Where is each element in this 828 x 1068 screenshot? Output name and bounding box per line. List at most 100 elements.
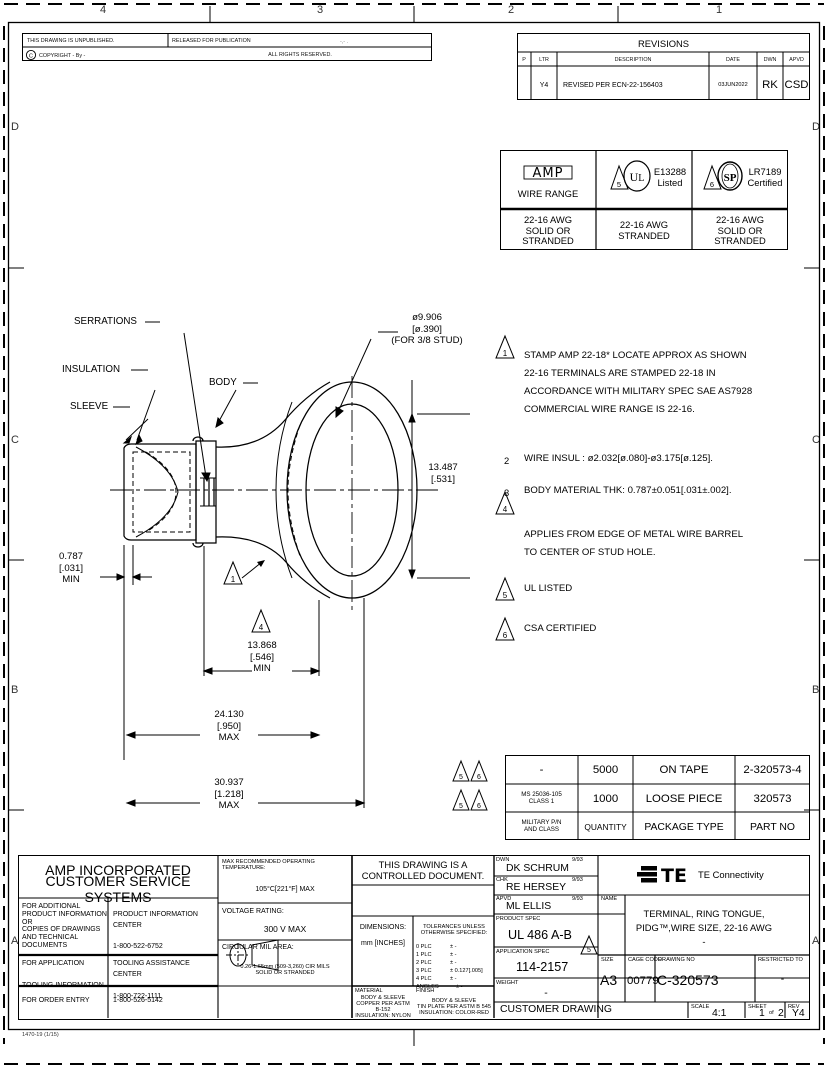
part-row1-part-no: 2-320573-4 [743,764,802,776]
cage-code-value: 00779 [627,975,659,987]
contact-value-order-entry[interactable]: 1-800-526-5142 [113,997,163,1004]
note-6-text: CSA CERTIFIED [524,623,597,634]
dim-overall-length-max: 30.937 [1.218] MAX [199,777,259,812]
spec-label-temperature: MAX RECOMMENDED OPERATING TEMPERATURE: [222,859,315,872]
brand-name: TE Connectivity [698,869,764,880]
revision-row-date: 03JUN2022 [718,82,748,88]
dim-barrel-mm: 13.868 [247,640,277,651]
zone-top-3: 3 [317,4,324,16]
spec-label-cma: CIRCULAR MIL AREA: [222,944,294,951]
weight-value: - [544,987,548,999]
tolerance-value-3: ± 0.127[.005] [450,968,483,974]
zone-right-d: D [812,121,820,133]
revision-row-description: REVISED PER ECN-22-156403 [563,81,663,89]
callout-sleeve: SLEEVE [70,401,109,412]
tolerance-value-0: ± - [450,944,457,950]
unpublished-label: THIS DRAWING IS UNPUBLISHED. [27,37,115,44]
drawing-no-label: DRAWING NO [658,957,695,963]
tolerance-value-2: ± - [450,960,457,966]
svg-text:4: 4 [259,623,264,632]
dim-ring-width-in: [.531] [430,473,455,485]
part-row2-military: MS 25036-105 CLASS 1 [521,791,562,805]
dim-ring-width-mm: 13.487 [428,462,458,473]
product-spec-value: UL 486 A-B [508,928,572,942]
spec-value-cma: 0.26-1.65mm (509-3,260) CIR MILS SOLID O… [240,963,330,976]
note-1-line-3: ACCORDANCE WITH MILITARY SPEC SAE AS7928 [524,386,753,397]
signoff-label-chk: CHK [496,877,508,883]
svg-text:1: 1 [231,575,236,584]
note-2-text: WIRE INSUL : ø2.032[ø.080]-ø3.175[ø.125]… [524,453,713,464]
dim-stud-hole-diameter: ø9.906 [ø.390] (FOR 3/8 STUD) [372,312,482,347]
part-header-package: PACKAGE TYPE [644,821,724,833]
part-row1-quantity: 5000 [592,764,619,776]
zone-left-c: C [11,434,19,446]
weight-label: WEIGHT [496,980,519,986]
spec-value-temperature: 105°C[221°F] MAX [255,885,315,893]
zone-right-a: A [812,935,820,947]
dim-body-in: [.950] [216,720,241,732]
material-label: MATERIAL [355,988,383,994]
contact-value-product-info[interactable]: PRODUCT INFORMATION CENTER 1-800-522-675… [113,911,198,950]
part-row1-package: ON TAPE [659,764,709,776]
note-4-line-1: APPLIES FROM EDGE OF METAL WIRE BARREL [524,529,744,540]
ul-file-number: E13288 Listed [653,166,687,188]
signoff-date-dwn: 9/93 [572,857,583,863]
sheet-value: 1 [759,1008,765,1019]
dim-overall-qualifier: MAX [218,800,240,811]
sheet-total: 2 [778,1008,784,1019]
revisions-col-apvd: APVD [789,56,804,63]
title-block [18,855,810,1020]
svg-text:5: 5 [503,591,508,600]
product-spec-label: PRODUCT SPEC [496,916,541,922]
svg-text:6: 6 [477,803,481,810]
rev-label: REV [788,1004,800,1010]
wire-range-heading-amp: WIRE RANGE [517,187,579,199]
svg-text:5: 5 [459,803,463,810]
dimensions-value: mm [INCHES] [361,939,405,947]
cage-code-label: CAGE CODE [628,957,662,963]
product-title: TERMINAL, RING TONGUE, PIDG™,WIRE SIZE, … [635,907,773,948]
scale-value: 4:1 [712,1008,727,1019]
note-3-text: BODY MATERIAL THK: 0.787±0.051[.031±.002… [524,485,732,496]
finish-label: FINISH [416,988,435,994]
application-spec-value: 114-2157 [516,960,569,974]
svg-text:6: 6 [503,631,508,640]
signoff-name-chk: RE HERSEY [506,882,567,893]
name-column-label: NAME [601,896,618,902]
revision-row-dwn: RK [762,79,778,91]
dim-barrel-in: [.546] [249,651,274,663]
signoff-label-dwn: DWN [496,857,510,863]
restricted-label: RESTRICTED TO [758,957,803,963]
contact-value-tooling[interactable]: TOOLING ASSISTANCE CENTER 1-800-722-1111 [113,960,190,1000]
svg-text:5: 5 [459,774,463,781]
contact-label-tooling: FOR APPLICATION TOOLING INFORMATION [22,960,104,989]
part-row2-part-no: 320573 [753,793,792,805]
dim-stud-dia-mm: ø9.906 [412,312,442,323]
note-1-line-4: COMMERCIAL WIRE RANGE IS 22-16. [524,404,695,415]
zone-top-4: 4 [100,4,107,16]
customer-drawing-label: CUSTOMER DRAWING [500,1004,612,1015]
part-header-quantity: QUANTITY [584,822,627,832]
contact-label-product-info: FOR ADDITIONAL PRODUCT INFORMATION OR CO… [22,903,107,950]
scale-label: SCALE [691,1004,710,1010]
dim-ring-width: 13.487 [.531] [412,462,474,485]
released-label: RELEASED FOR PUBLICATION [172,37,251,44]
tolerance-place-5: ANGLES [416,984,439,990]
revision-row-ltr: Y4 [539,81,549,89]
dim-barrel-to-hole: 13.868 [.546] MIN [232,640,292,675]
note-1-line-1: STAMP AMP 22-18* LOCATE APPROX AS SHOWN [524,350,747,361]
copyright-text: COPYRIGHT - By - [39,52,86,59]
csa-file-number: LR7189 Certified [747,166,783,188]
dim-stud-note: (FOR 3/8 STUD) [391,335,463,346]
part-row2-quantity: 1000 [592,793,619,805]
part-header-military: MILITARY P/N AND CLASS [521,819,562,833]
dim-body-mm: 24.130 [214,709,244,720]
part-header-part-no: PART NO [749,821,796,833]
signoff-date-chk: 9/93 [572,877,583,883]
size-label: SIZE [601,957,614,963]
wire-range-table [500,150,788,250]
revision-row-apvd: CSD [784,79,809,91]
tolerance-place-4: 4 PLC [416,976,432,982]
note-3-number: 3 [504,487,510,498]
released-value: -,- . [340,38,349,45]
